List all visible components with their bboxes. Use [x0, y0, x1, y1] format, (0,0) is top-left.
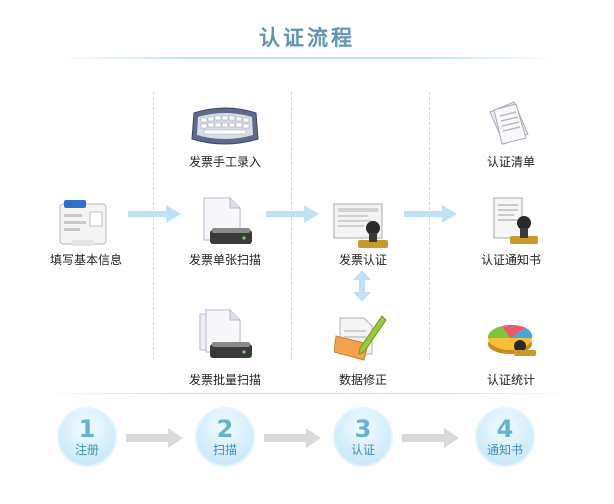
step-2-label: 扫描: [212, 443, 237, 457]
cert-notice-label: 认证通知书: [480, 253, 541, 267]
data-edit-label: 数据修正: [338, 373, 387, 387]
step-4-label: 通知书: [486, 443, 523, 457]
step-3-number: 3: [354, 415, 372, 443]
step-arrow-2: [264, 428, 322, 448]
scanner-document-icon: [196, 196, 258, 248]
manual-entry-label: 发票手工录入: [188, 155, 261, 169]
arrow-right-2: [266, 204, 320, 224]
arrow-right-1: [128, 204, 182, 224]
step-1: 1 注册: [59, 409, 115, 465]
cert-list-label: 认证清单: [486, 155, 535, 169]
step-3: 3 认证: [335, 409, 391, 465]
folder-pencil-icon: [334, 310, 388, 362]
step-1-label: 注册: [74, 443, 99, 457]
notice-stamp-icon: [488, 196, 540, 248]
batch-scan-label: 发票批量扫描: [188, 373, 261, 387]
single-scan-label: 发票单张扫描: [188, 253, 261, 267]
title-divider: [60, 57, 554, 59]
step-arrow-3: [402, 428, 460, 448]
pie-chart-icon: [484, 312, 540, 360]
arrow-right-3: [404, 204, 458, 224]
certificate-stamp-icon: [332, 200, 394, 252]
step-2-number: 2: [216, 415, 234, 443]
step-4-number: 4: [496, 415, 514, 443]
step-4: 4 通知书: [477, 409, 533, 465]
step-2: 2 扫描: [197, 409, 253, 465]
steps-divider: [40, 393, 574, 394]
cert-stats-label: 认证统计: [486, 373, 535, 387]
step-arrow-1: [126, 428, 184, 448]
column-divider-2: [291, 92, 292, 360]
certification-label: 发票认证: [338, 253, 387, 267]
column-divider-3: [429, 92, 430, 360]
keyboard-icon: [190, 103, 260, 147]
page-title: 认证流程: [259, 26, 355, 50]
paper-stack-icon: [486, 100, 532, 148]
scanner-stack-icon: [196, 308, 258, 362]
step-3-label: 认证: [350, 443, 375, 457]
form-card-icon: [52, 196, 116, 252]
arrow-vertical-both: [352, 270, 372, 302]
column-divider-1: [153, 92, 154, 360]
step-1-number: 1: [78, 415, 96, 443]
fill-info-label: 填写基本信息: [49, 253, 122, 267]
